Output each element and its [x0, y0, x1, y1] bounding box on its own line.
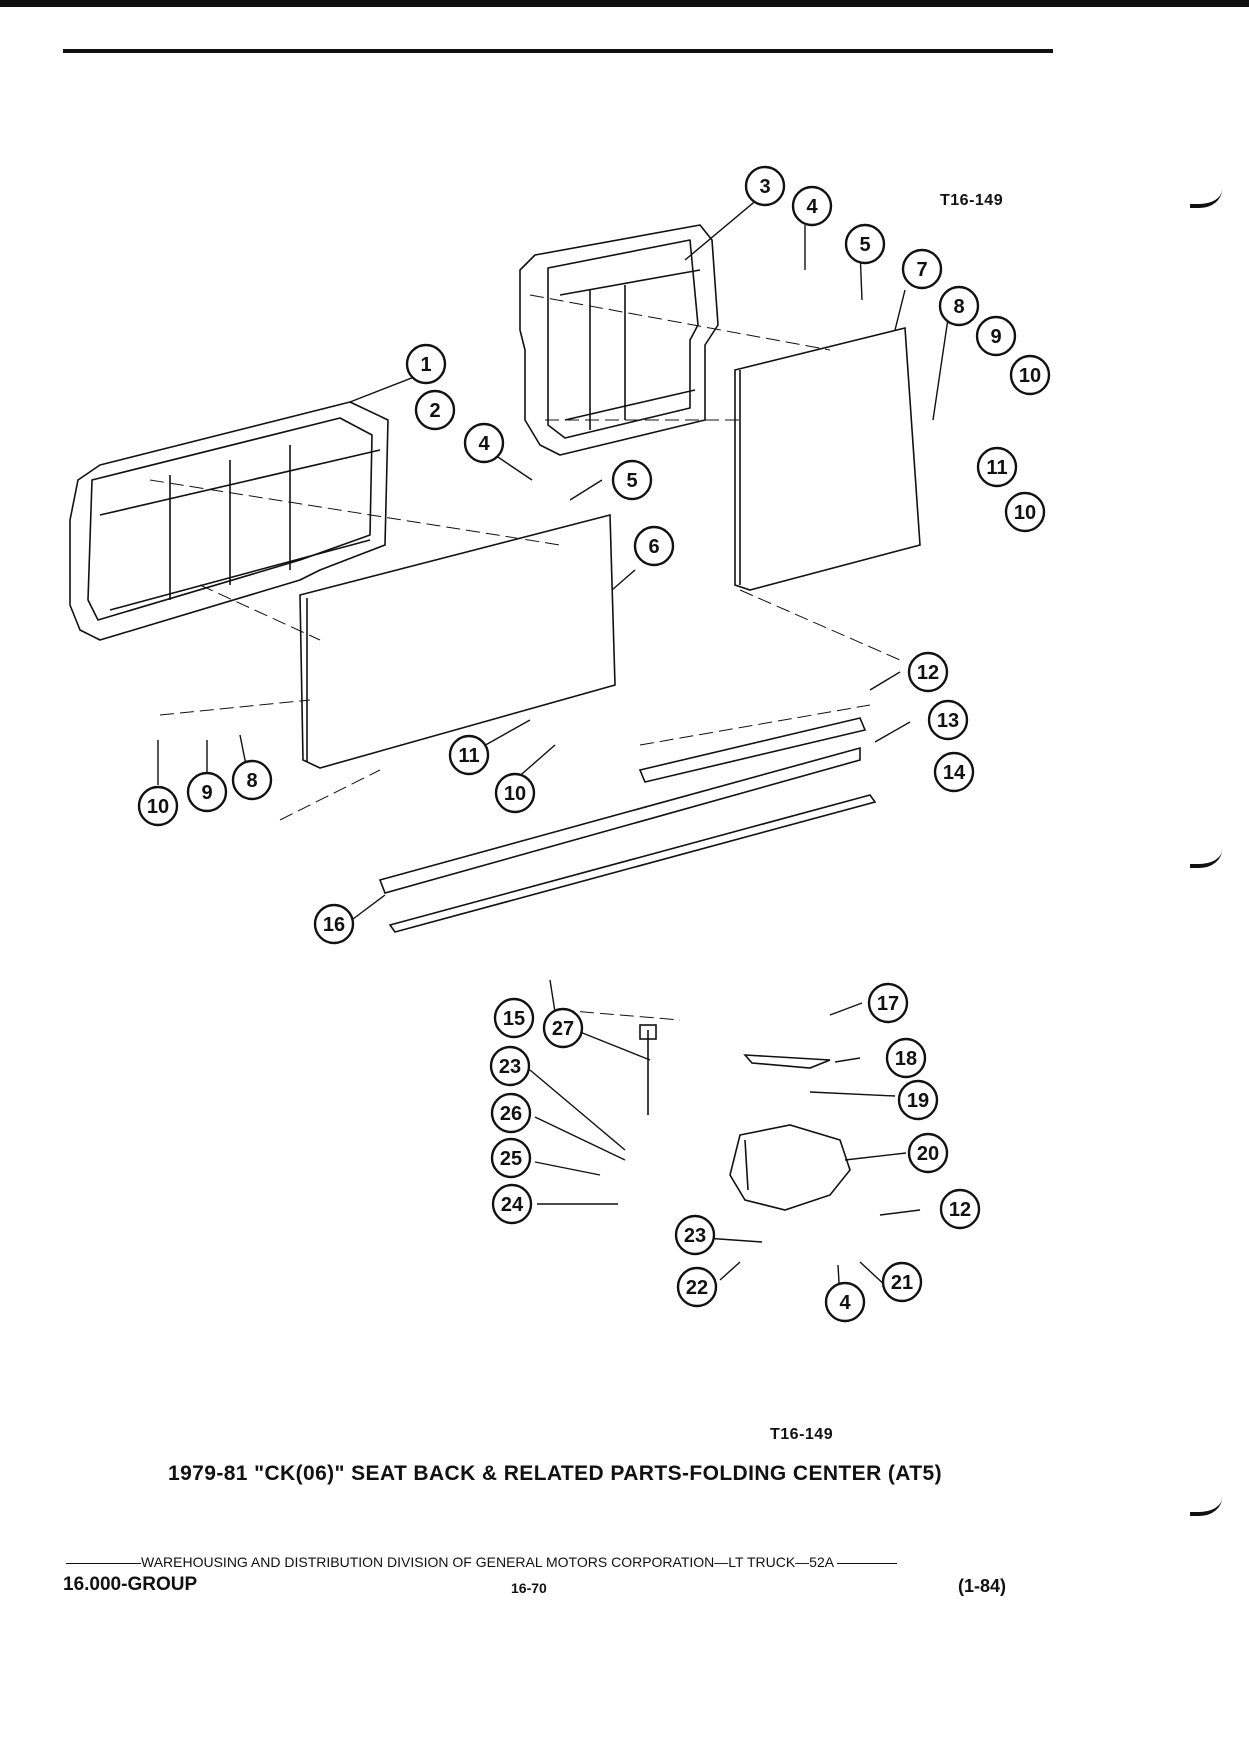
callout-23: 23: [489, 1045, 531, 1087]
callout-25: 25: [490, 1137, 532, 1179]
svg-text:11: 11: [458, 745, 479, 767]
svg-text:10: 10: [1014, 502, 1036, 524]
svg-text:7: 7: [916, 259, 927, 281]
callout-11: 11: [448, 734, 490, 776]
svg-text:10: 10: [504, 783, 526, 805]
svg-text:9: 9: [990, 326, 1001, 348]
callout-20: 20: [907, 1132, 949, 1174]
callout-9: 9: [975, 315, 1017, 357]
binder-hole-mark: [1190, 182, 1222, 208]
callout-4: 4: [463, 422, 505, 464]
callout-18: 18: [885, 1037, 927, 1079]
header-rule: [63, 49, 1053, 53]
seat-back-panel-left: [299, 513, 616, 769]
svg-text:4: 4: [478, 433, 490, 455]
figure-ref-bottom: T16-149: [770, 1426, 834, 1443]
svg-text:15: 15: [503, 1008, 525, 1030]
footer-revision: (1-84): [958, 1576, 1007, 1596]
callout-24: 24: [491, 1183, 533, 1225]
callout-11: 11: [976, 446, 1018, 488]
callout-5: 5: [611, 459, 653, 501]
svg-text:20: 20: [917, 1143, 939, 1165]
callout-10: 10: [494, 772, 536, 814]
svg-text:4: 4: [806, 196, 818, 218]
svg-text:14: 14: [943, 762, 966, 784]
svg-text:12: 12: [949, 1199, 971, 1221]
callout-21: 21: [881, 1261, 923, 1303]
callout-19: 19: [897, 1079, 939, 1121]
svg-text:24: 24: [501, 1194, 524, 1216]
footer-division-line: WAREHOUSING AND DISTRIBUTION DIVISION OF…: [66, 1554, 898, 1570]
callout-7: 7: [901, 248, 943, 290]
callout-10: 10: [137, 785, 179, 827]
callout-5: 5: [844, 223, 886, 265]
footer-group: 16.000-GROUP: [63, 1574, 198, 1595]
callout-22: 22: [676, 1266, 718, 1308]
svg-text:17: 17: [877, 993, 899, 1015]
seat-back-frame-left: [69, 401, 389, 641]
svg-text:19: 19: [907, 1090, 929, 1112]
svg-text:23: 23: [684, 1225, 706, 1247]
callout-12: 12: [907, 651, 949, 693]
callout-8: 8: [938, 285, 980, 327]
svg-text:4: 4: [839, 1292, 851, 1314]
callout-6: 6: [633, 525, 675, 567]
callout-26: 26: [490, 1092, 532, 1134]
binder-hole-mark: [1190, 1490, 1222, 1516]
footer-page-number: 16-70: [511, 1580, 547, 1596]
svg-text:27: 27: [552, 1018, 574, 1040]
callout-16: 16: [313, 903, 355, 945]
callout-leaders: [157, 192, 951, 1301]
svg-text:22: 22: [686, 1277, 708, 1299]
hinge-rail-assembly: [378, 717, 877, 933]
callout-10: 10: [1004, 491, 1046, 533]
seat-back-panel-right: [734, 326, 921, 591]
svg-text:11: 11: [986, 457, 1007, 479]
leader-lines: [149, 294, 901, 1021]
callout-27: 27: [542, 1007, 584, 1049]
callout-10: 10: [1009, 354, 1051, 396]
svg-text:10: 10: [1019, 365, 1041, 387]
figure-ref-top: T16-149: [940, 192, 1004, 209]
callout-8: 8: [231, 759, 273, 801]
callout-1: 1: [405, 343, 447, 385]
callout-2: 2: [414, 389, 456, 431]
callout-12: 12: [939, 1188, 981, 1230]
svg-text:10: 10: [147, 796, 169, 818]
svg-text:5: 5: [859, 234, 870, 256]
svg-text:5: 5: [626, 470, 637, 492]
svg-text:8: 8: [953, 296, 964, 318]
svg-text:8: 8: [246, 770, 257, 792]
svg-text:25: 25: [500, 1148, 522, 1170]
callout-4: 4: [824, 1281, 866, 1323]
callout-14: 14: [933, 751, 975, 793]
svg-text:16: 16: [323, 914, 345, 936]
callout-17: 17: [867, 982, 909, 1024]
svg-text:18: 18: [895, 1048, 917, 1070]
svg-text:3: 3: [759, 176, 770, 198]
callout-3: 3: [744, 165, 786, 207]
callout-13: 13: [927, 699, 969, 741]
svg-text:23: 23: [499, 1056, 521, 1078]
svg-text:13: 13: [937, 710, 959, 732]
svg-text:1: 1: [420, 354, 431, 376]
svg-text:21: 21: [891, 1272, 913, 1294]
figure-title: 1979-81 "CK(06)" SEAT BACK & RELATED PAR…: [168, 1462, 942, 1485]
svg-text:26: 26: [500, 1103, 522, 1125]
callout-15: 15: [493, 997, 535, 1039]
svg-text:6: 6: [648, 536, 659, 558]
callout-9: 9: [186, 771, 228, 813]
callout-23: 23: [674, 1214, 716, 1256]
svg-text:2: 2: [429, 400, 440, 422]
callout-4: 4: [791, 185, 833, 227]
svg-text:9: 9: [201, 782, 212, 804]
binder-hole-mark: [1190, 842, 1222, 868]
latch-housing: [639, 1024, 851, 1211]
footer-division: WAREHOUSING AND DISTRIBUTION DIVISION OF…: [141, 1554, 834, 1570]
svg-text:12: 12: [917, 662, 939, 684]
top-border-bar: [0, 0, 1249, 7]
